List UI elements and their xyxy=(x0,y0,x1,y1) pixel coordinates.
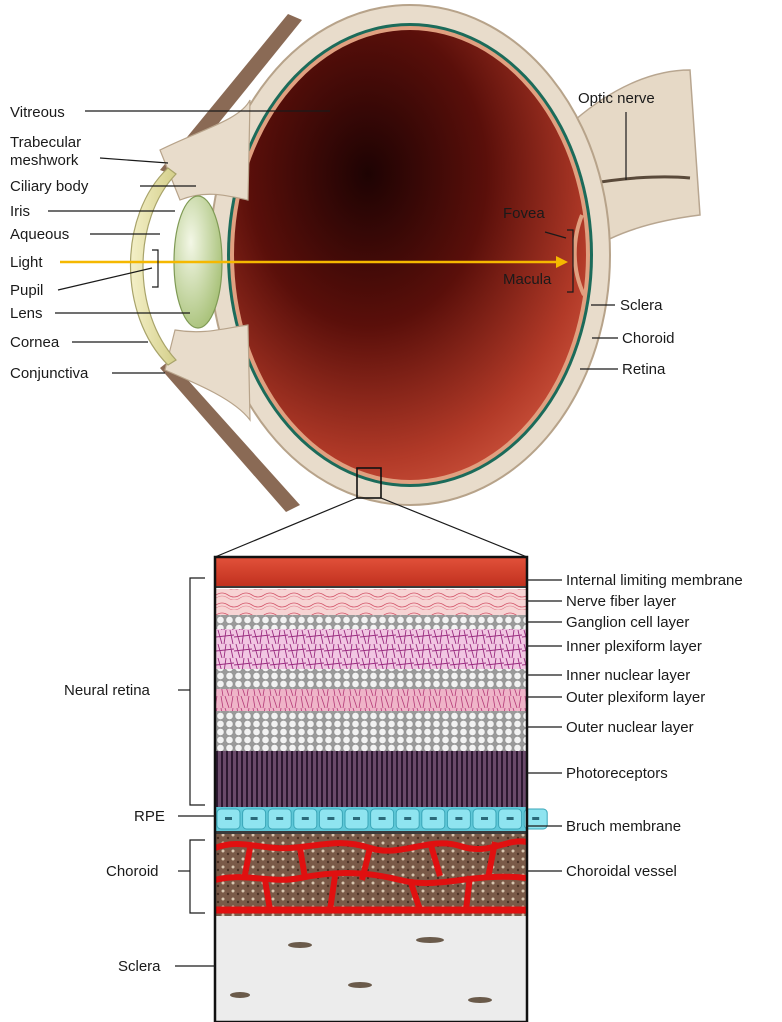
label-choroidal-vessel: Choroidal vessel xyxy=(566,863,677,880)
sclera-band xyxy=(215,916,527,1022)
rpe-cell-nucleus xyxy=(302,817,309,820)
label-ciliary-body: Ciliary body xyxy=(10,178,89,195)
rpe-cell-nucleus xyxy=(379,817,386,820)
outer-nuclear-band xyxy=(215,711,527,751)
cornea xyxy=(131,168,177,365)
label-outer-nuclear: Outer nuclear layer xyxy=(566,719,694,736)
rpe-cell-nucleus xyxy=(404,817,411,820)
label-nerve-fiber: Nerve fiber layer xyxy=(566,593,676,610)
eye-cross-section xyxy=(60,5,700,557)
internal-limiting-band xyxy=(215,557,527,587)
rpe-cell-nucleus xyxy=(430,817,437,820)
inner-plexiform-band xyxy=(215,629,527,669)
label-light: Light xyxy=(10,254,43,271)
ganglion-band xyxy=(215,615,527,629)
label-optic-nerve: Optic nerve xyxy=(578,90,655,107)
label-photoreceptors: Photoreceptors xyxy=(566,765,668,782)
label-rpe: RPE xyxy=(134,808,165,825)
rpe-cell-nucleus xyxy=(225,817,232,820)
label-pupil: Pupil xyxy=(10,282,43,299)
label-choroid-eye: Choroid xyxy=(622,330,675,347)
label-internal-limiting: Internal limiting membrane xyxy=(566,572,743,589)
label-bruch: Bruch membrane xyxy=(566,818,681,835)
rpe-cell-nucleus xyxy=(327,817,334,820)
label-retina: Retina xyxy=(622,361,666,378)
label-trabecular-1: Trabecular xyxy=(10,134,81,151)
label-lens: Lens xyxy=(10,305,43,322)
label-inner-nuclear: Inner nuclear layer xyxy=(566,667,690,684)
label-macula: Macula xyxy=(503,271,552,288)
label-neural-retina: Neural retina xyxy=(64,682,151,699)
layer-labels: Internal limiting membrane Nerve fiber l… xyxy=(566,572,743,880)
rpe-cell-nucleus xyxy=(532,817,539,820)
group-labels: Neural retina RPE Choroid Sclera xyxy=(64,682,165,975)
bruch-membrane-line xyxy=(215,831,527,834)
rpe-cell-nucleus xyxy=(353,817,360,820)
label-trabecular-2: meshwork xyxy=(10,152,79,169)
rpe-cell-nucleus xyxy=(251,817,258,820)
rpe-cell-nucleus xyxy=(507,817,514,820)
photoreceptor-band xyxy=(215,751,527,807)
rpe-cell-nucleus xyxy=(276,817,283,820)
label-outer-plexiform: Outer plexiform layer xyxy=(566,689,705,706)
label-ganglion: Ganglion cell layer xyxy=(566,614,689,631)
label-iris: Iris xyxy=(10,203,30,220)
label-fovea: Fovea xyxy=(503,205,545,222)
label-choroid-group: Choroid xyxy=(106,863,159,880)
label-aqueous: Aqueous xyxy=(10,226,69,243)
rpe-cell-nucleus xyxy=(481,817,488,820)
label-sclera-group: Sclera xyxy=(118,958,161,975)
outer-plexiform-band xyxy=(215,689,527,711)
label-cornea: Cornea xyxy=(10,334,60,351)
vitreous-body xyxy=(234,30,586,480)
group-brackets xyxy=(175,578,215,966)
ciliary-tissue-upper xyxy=(160,100,250,200)
label-conjunctiva: Conjunctiva xyxy=(10,365,89,382)
inner-nuclear-band xyxy=(215,669,527,689)
rpe-cell-nucleus xyxy=(455,817,462,820)
label-sclera-eye: Sclera xyxy=(620,297,663,314)
label-vitreous: Vitreous xyxy=(10,104,65,121)
label-inner-plexiform: Inner plexiform layer xyxy=(566,638,702,655)
retina-layers-panel xyxy=(215,557,547,1022)
